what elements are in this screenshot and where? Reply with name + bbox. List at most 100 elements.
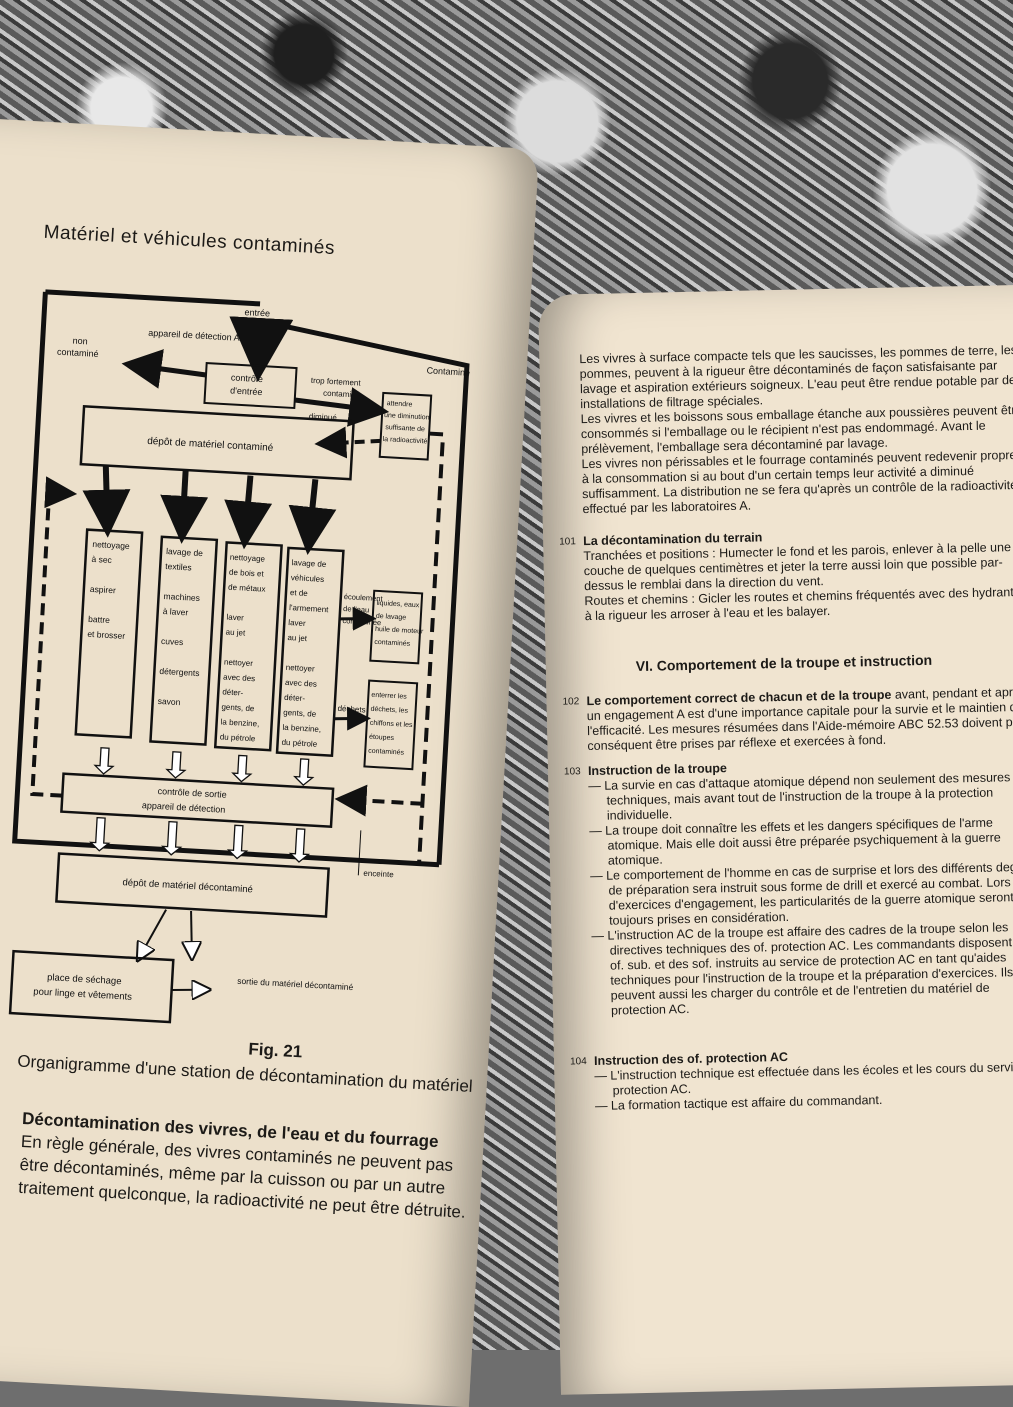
col2-line: à laver xyxy=(162,606,188,617)
col3-line: gents, de xyxy=(221,702,255,713)
col4-line: l'armement xyxy=(289,603,330,614)
col4-line: avec des xyxy=(285,678,317,689)
section-101: 101 La décontamination du terrain Tranch… xyxy=(559,525,1013,624)
box-controle-sortie xyxy=(60,772,335,829)
col4-line: véhicules xyxy=(291,573,325,584)
hollow-arrow xyxy=(93,747,115,775)
label-depot-decontamine: dépôt de matériel décontaminé xyxy=(122,877,253,895)
enterrer-line: contaminés xyxy=(368,748,405,757)
section-102: 102 Le comportement correct de chacun et… xyxy=(562,685,1013,754)
box-col3 xyxy=(213,541,283,752)
col1-line: à sec xyxy=(91,554,113,565)
col4-line: au jet xyxy=(287,633,308,643)
label-sechage-1: place de séchage xyxy=(47,972,122,987)
label-enceinte: enceinte xyxy=(363,869,394,880)
box-attendre xyxy=(378,391,433,461)
label-controle-sortie-1: contrôle de sortie xyxy=(157,786,226,800)
box-sechage xyxy=(8,949,175,1024)
chapter-heading: VI. Comportement de la troupe et instruc… xyxy=(635,651,933,675)
col1-line: et brosser xyxy=(87,629,125,641)
col1-line: battre xyxy=(88,614,111,625)
hollow-arrow xyxy=(293,758,315,786)
hollow-arrow xyxy=(226,824,249,860)
label-diminue: diminué xyxy=(309,412,338,423)
col3-line: avec des xyxy=(223,672,255,683)
col3-line: nettoyer xyxy=(224,657,254,668)
col3-line: nettoyage xyxy=(230,553,266,564)
section-103-number: 103 xyxy=(563,766,581,778)
col4-line: gents, de xyxy=(283,708,317,719)
hollow-arrow xyxy=(288,828,311,863)
running-head: Matériel et véhicules contaminés xyxy=(43,221,336,259)
box-col1 xyxy=(74,528,144,739)
label-sechage-2: pour linge et vêtements xyxy=(33,986,132,1003)
label-non-contamine: contaminé xyxy=(57,347,99,359)
label-sortie: sortie du matériel décontaminé xyxy=(237,976,354,992)
col4-line: laver xyxy=(288,618,306,628)
paragraph-1: Les vivres à surface compacte tels que l… xyxy=(579,342,1013,412)
label-trop-2: contaminé xyxy=(323,389,361,400)
label-attendre-2: une diminution xyxy=(384,412,430,422)
ecoulement-line: de l'eau xyxy=(343,604,370,614)
enterrer-line: déchets, les xyxy=(370,706,408,715)
col3-line: la benzine, xyxy=(220,717,259,728)
left-page: Matériel et véhicules contaminés entrée … xyxy=(0,118,540,1407)
paragraph-3: Les vivres non périssables et le fourrag… xyxy=(581,447,1013,517)
col4-line: nettoyer xyxy=(286,663,316,674)
box-col2 xyxy=(149,535,219,746)
ecoulement-line: écoulement xyxy=(344,592,384,603)
hollow-arrow xyxy=(165,751,187,779)
col3-line: laver xyxy=(226,613,244,623)
section-104-number: 104 xyxy=(569,1056,587,1068)
col2-line: textiles xyxy=(165,561,192,572)
col4-line: déter- xyxy=(284,693,306,703)
label-controle-2: d'entrée xyxy=(230,385,263,397)
liquides-line: liquides, eaux xyxy=(376,600,420,609)
col4-line: du pétrole xyxy=(281,738,318,749)
label-dechets: déchets xyxy=(337,704,365,715)
enterrer-line: étoupes xyxy=(369,734,395,742)
col2-line: détergents xyxy=(159,666,200,678)
section-100: 100 Décontamination des vivres, de l'eau… xyxy=(0,1104,466,1222)
col2-line: machines xyxy=(163,591,200,603)
label-entree: entrée xyxy=(244,307,270,318)
label-non: non xyxy=(72,336,88,347)
col4-text: lavage de véhicules et de l'armement laver au… xyxy=(281,558,330,749)
col3-line: au jet xyxy=(225,628,246,638)
figure-label: Fig. 21 xyxy=(247,1039,303,1062)
section-103-item-4: — L'instruction AC de la troupe est affa… xyxy=(591,920,1013,1018)
box-controle-entree xyxy=(203,361,298,410)
liquides-line: huile de moteur xyxy=(375,626,424,636)
col2-line: savon xyxy=(157,696,180,707)
label-appareil-a: appareil de détection A xyxy=(148,328,240,343)
section-103: 103 Instruction de la troupe — La survie… xyxy=(564,755,1013,1019)
hollow-arrows-row1 xyxy=(93,747,315,786)
section-101-number: 101 xyxy=(559,536,576,548)
section-102-number: 102 xyxy=(562,696,580,708)
label-depot-contamine: dépôt de matériel contaminé xyxy=(147,436,274,454)
col1-line: aspirer xyxy=(90,584,117,595)
label-contamine: Contaminé xyxy=(426,365,470,377)
label-attendre-3: suffisante de xyxy=(385,424,425,433)
label-trop-1: trop fortement xyxy=(311,376,362,388)
col4-line: lavage de xyxy=(291,558,327,569)
section-104: 104 Instruction des of. protection AC — … xyxy=(570,1045,1013,1114)
hollow-arrow xyxy=(160,820,183,856)
enterrer-line: enterrer les xyxy=(371,692,407,701)
col2-line: lavage de xyxy=(166,546,204,558)
hollow-arrow xyxy=(89,816,111,852)
label-controle-1: contrôle xyxy=(231,372,264,384)
right-page: Les vivres à surface compacte tels que l… xyxy=(538,284,1013,1395)
label-controle-sortie-2: appareil de détection xyxy=(142,800,226,815)
liquides-line: contaminés xyxy=(374,639,411,648)
col4-line: et de xyxy=(290,588,309,598)
box-depot-contamine xyxy=(79,404,355,481)
hollow-arrow xyxy=(231,754,253,783)
col3-line: déter- xyxy=(222,687,244,697)
